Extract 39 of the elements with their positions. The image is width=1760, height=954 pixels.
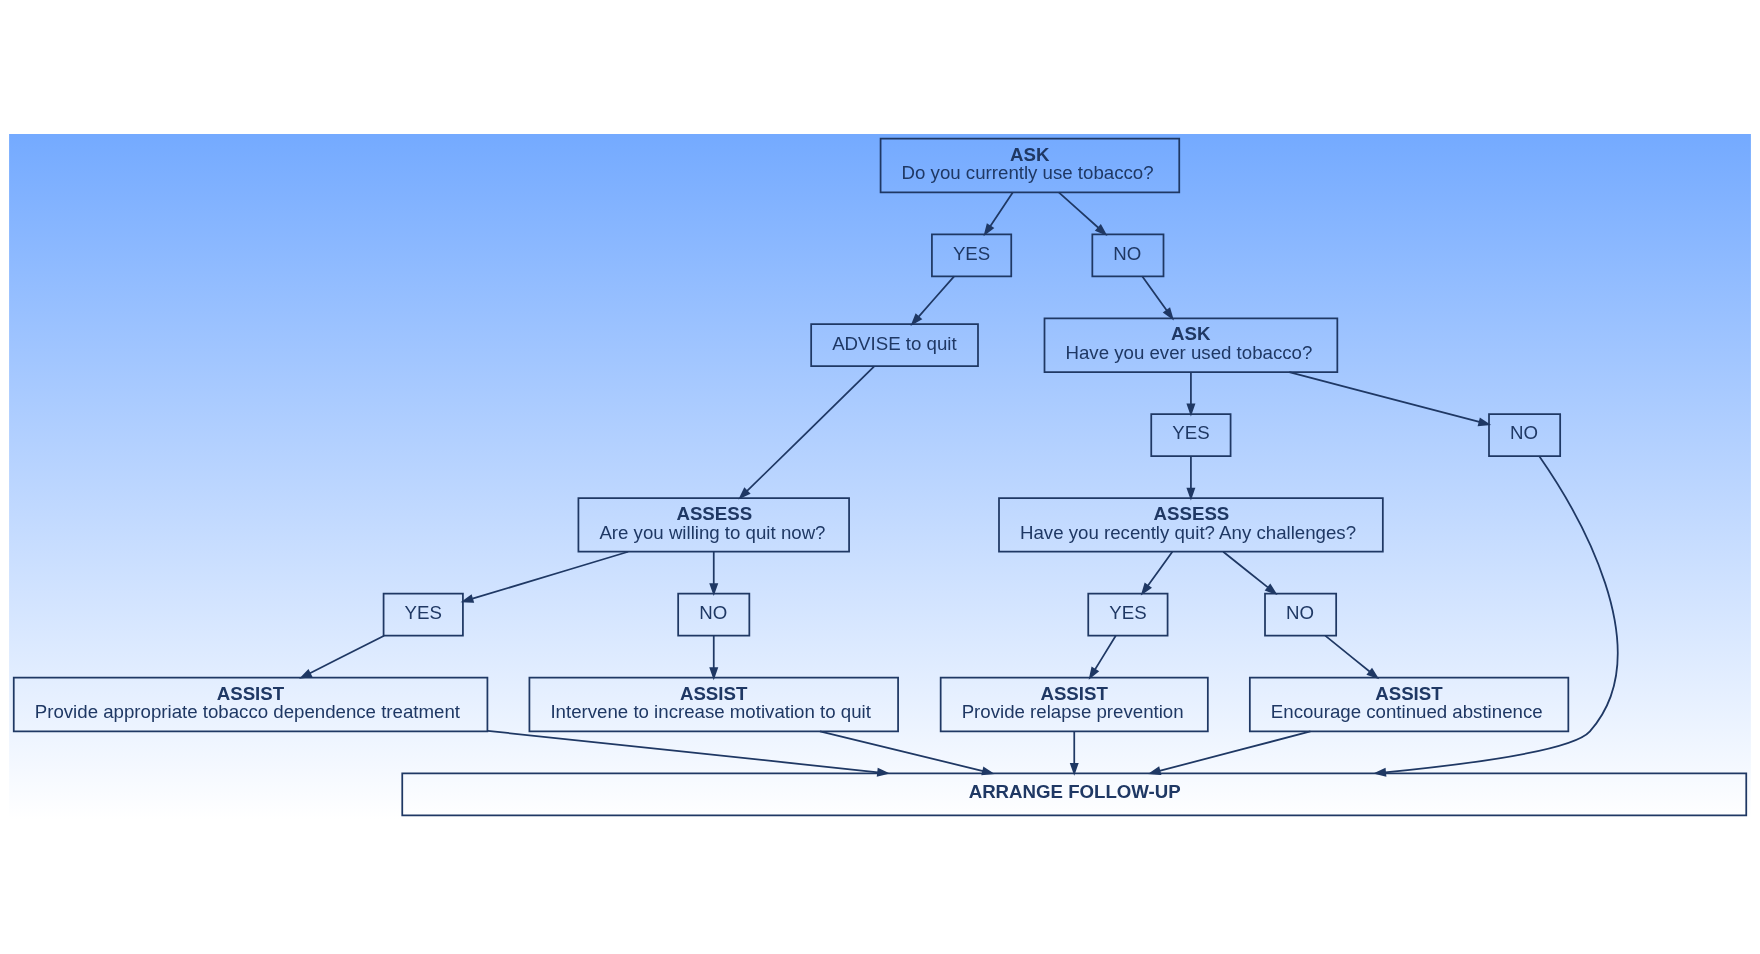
arrow — [738, 365, 876, 500]
arrow — [1324, 634, 1380, 680]
node-box: ASK Have you ever used tobacco? — [1043, 317, 1339, 373]
node-box: ARRANGE FOLLOW-UP — [401, 772, 1748, 817]
node-box: ASSIST Intervene to increase motivation to quit — [528, 676, 899, 733]
node-box: ASSESS Are you willing to quit now? — [577, 497, 850, 553]
node-box: YES — [1150, 413, 1232, 457]
arrow — [1186, 371, 1196, 417]
arrow — [1373, 455, 1619, 777]
node-box: ASSESS Have you recently quit? Any challenges? — [998, 497, 1384, 553]
node-box: YES — [931, 233, 1013, 278]
node-box: ASK Do you currently use tobacco? — [879, 137, 1181, 194]
arrow — [1288, 371, 1492, 427]
arrow — [819, 730, 995, 776]
node-box: NO — [677, 592, 751, 637]
arrow — [910, 275, 955, 326]
arrow — [1088, 634, 1117, 680]
arrow — [299, 634, 385, 679]
arrow — [1141, 275, 1174, 321]
node-box: ASSIST Encourage continued abstinence — [1248, 676, 1570, 733]
node-box: ASSIST Provide relapse prevention — [939, 676, 1209, 733]
node-box: NO — [1264, 592, 1338, 637]
arrow — [1057, 191, 1108, 236]
arrow — [709, 550, 719, 597]
arrow — [486, 730, 890, 777]
node-box: ADVISE to quit — [810, 323, 979, 368]
arrow — [1069, 730, 1079, 776]
node-box: NO — [1091, 233, 1165, 278]
node-box: YES — [1087, 592, 1169, 637]
arrow — [1186, 455, 1196, 501]
arrow — [1140, 550, 1174, 596]
node-box: NO — [1488, 413, 1562, 457]
node-box: YES — [382, 592, 464, 637]
arrow — [1222, 550, 1278, 596]
node-box: ASSIST Provide appropriate tobacco dependence treatment — [12, 676, 489, 733]
arrow — [983, 191, 1014, 237]
arrow — [1147, 730, 1312, 776]
arrow — [709, 634, 719, 681]
arrow — [460, 550, 630, 603]
